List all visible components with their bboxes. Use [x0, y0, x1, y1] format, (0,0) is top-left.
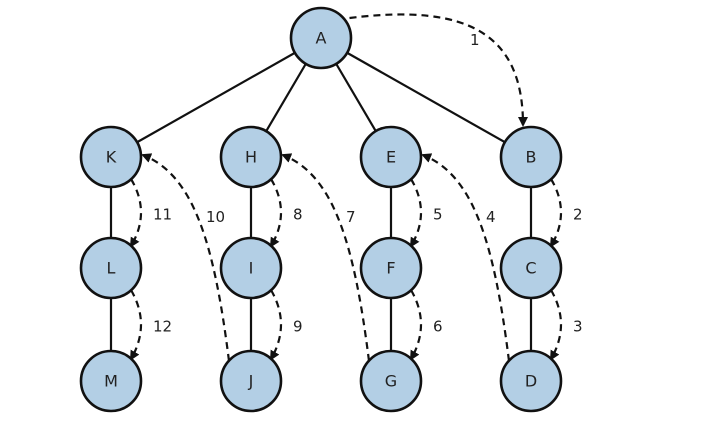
node-A: A	[289, 6, 353, 70]
edges-layer	[109, 37, 533, 381]
node-label: C	[525, 259, 536, 278]
step-label-4: 4	[486, 208, 496, 226]
traversal-arrow-5	[409, 178, 422, 248]
node-label: I	[249, 259, 254, 278]
node-circle	[499, 125, 563, 189]
step-label-3: 3	[573, 318, 583, 336]
step-label-11: 11	[153, 206, 172, 224]
step-label-6: 6	[433, 318, 443, 336]
node-label: B	[526, 148, 537, 167]
traversal-arrow-2	[549, 178, 562, 248]
node-circle	[79, 349, 143, 413]
node-label: L	[107, 259, 116, 278]
node-M: M	[79, 349, 143, 413]
node-D: D	[499, 349, 563, 413]
node-circle	[359, 125, 423, 189]
edge-A-K	[110, 37, 322, 158]
node-label: A	[316, 29, 327, 48]
nodes-layer: A K H E B L I F C M J G D	[79, 6, 563, 413]
node-circle	[289, 6, 353, 70]
traversal-arrow-3	[549, 289, 562, 361]
node-circle	[499, 349, 563, 413]
traversal-arrow-9	[269, 289, 282, 361]
traversal-arrow-11	[129, 178, 142, 248]
node-label: J	[248, 372, 254, 391]
step-label-12: 12	[153, 318, 172, 336]
step-label-5: 5	[433, 206, 443, 224]
node-E: E	[359, 125, 423, 189]
node-label: D	[525, 372, 537, 391]
traversal-arrow-6	[409, 289, 422, 361]
step-label-8: 8	[293, 206, 303, 224]
node-label: G	[385, 372, 397, 391]
node-circle	[359, 236, 423, 300]
node-label: E	[386, 148, 396, 167]
edge-A-B	[320, 37, 532, 158]
node-label: K	[106, 148, 117, 167]
node-circle	[79, 125, 143, 189]
node-J: J	[219, 349, 283, 413]
step-label-1: 1	[470, 31, 480, 49]
traversal-arrow-1	[349, 13, 528, 127]
traversal-arrow-12	[129, 289, 142, 361]
node-L: L	[79, 236, 143, 300]
step-label-7: 7	[346, 208, 356, 226]
traversal-arrow-10	[141, 153, 231, 362]
node-circle	[219, 125, 283, 189]
step-label-9: 9	[293, 318, 303, 336]
node-circle	[219, 236, 283, 300]
node-B: B	[499, 125, 563, 189]
node-circle	[79, 236, 143, 300]
node-H: H	[219, 125, 283, 189]
step-label-10: 10	[206, 208, 225, 226]
node-K: K	[79, 125, 143, 189]
node-C: C	[499, 236, 563, 300]
traversal-arrow-7	[281, 153, 371, 362]
node-F: F	[359, 236, 423, 300]
node-G: G	[359, 349, 423, 413]
node-circle	[359, 349, 423, 413]
traversal-arrow-4	[421, 153, 511, 362]
traversal-arrow-8	[269, 178, 282, 248]
node-I: I	[219, 236, 283, 300]
node-circle	[499, 236, 563, 300]
step-label-2: 2	[573, 206, 583, 224]
node-label: H	[245, 148, 257, 167]
node-circle	[219, 349, 283, 413]
node-label: F	[386, 259, 395, 278]
node-label: M	[104, 372, 118, 391]
